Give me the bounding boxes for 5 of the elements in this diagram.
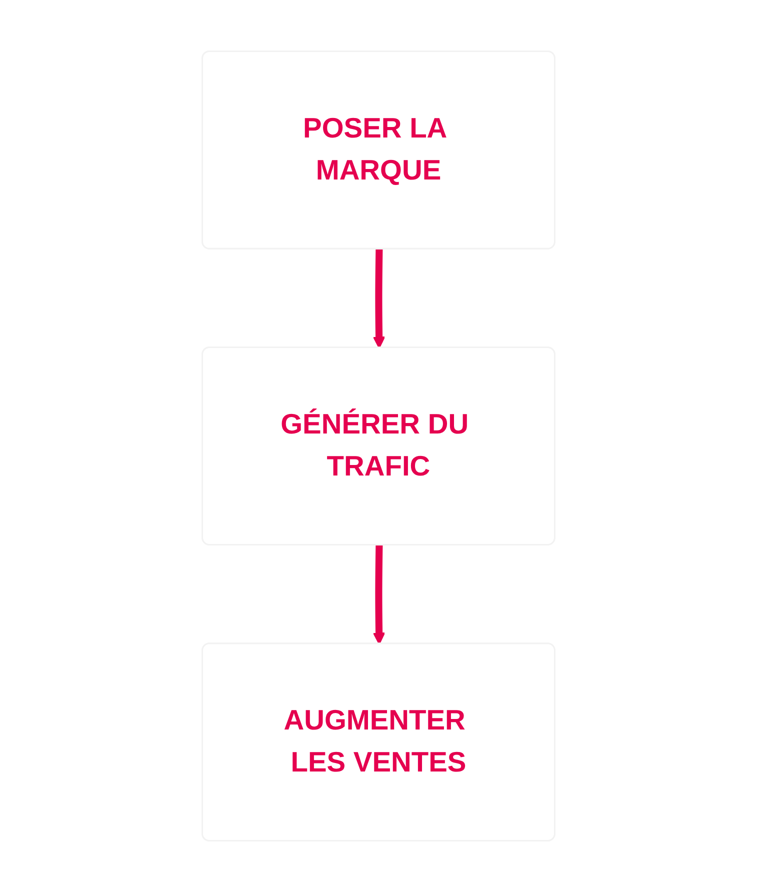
node-text: GÉNÉRER DU TRAFIC [280, 409, 469, 483]
node-text: AUGMENTER LES VENTES [284, 705, 466, 779]
node-text: POSER LA MARQUE [303, 113, 446, 187]
arrow [372, 545, 386, 645]
arrow [372, 249, 386, 349]
